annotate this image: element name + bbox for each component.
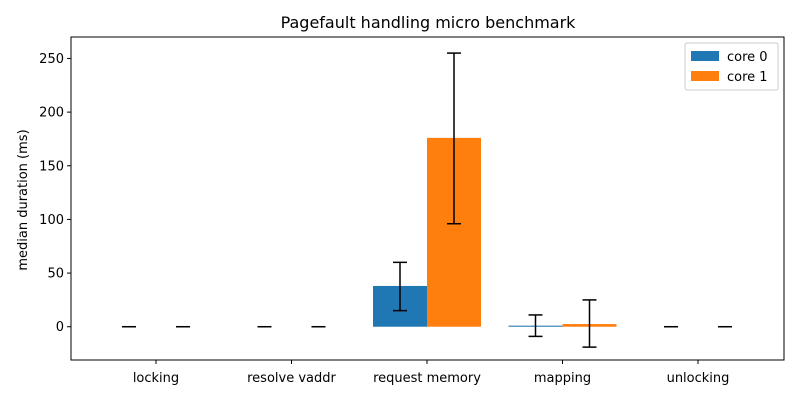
x-tick-label: locking [133,371,179,386]
y-tick-label: 150 [39,159,64,174]
plot-frame [70,36,785,361]
y-tick-label: 0 [56,320,64,335]
y-tick-label: 250 [39,52,64,67]
y-tick-label: 50 [47,267,64,282]
y-tick-label: 100 [39,213,64,228]
x-tick-label: resolve vaddr [247,371,336,386]
legend-label: core 0 [727,50,768,65]
x-tick-label: unlocking [667,371,730,386]
legend-swatch [691,71,719,81]
legend-swatch [691,51,719,61]
plot-area: 0 50 100 150 200 250 locking resolve vaddr reque… [39,52,752,386]
legend: core 0 core 1 [684,42,779,91]
chart-title: Pagefault handling micro benchmark [281,13,577,32]
x-tick-label: mapping [534,371,591,386]
legend-label: core 1 [727,70,768,85]
y-axis-label: median duration (ms) [16,129,31,270]
y-tick-label: 200 [39,106,64,121]
x-tick-label: request memory [373,371,481,386]
